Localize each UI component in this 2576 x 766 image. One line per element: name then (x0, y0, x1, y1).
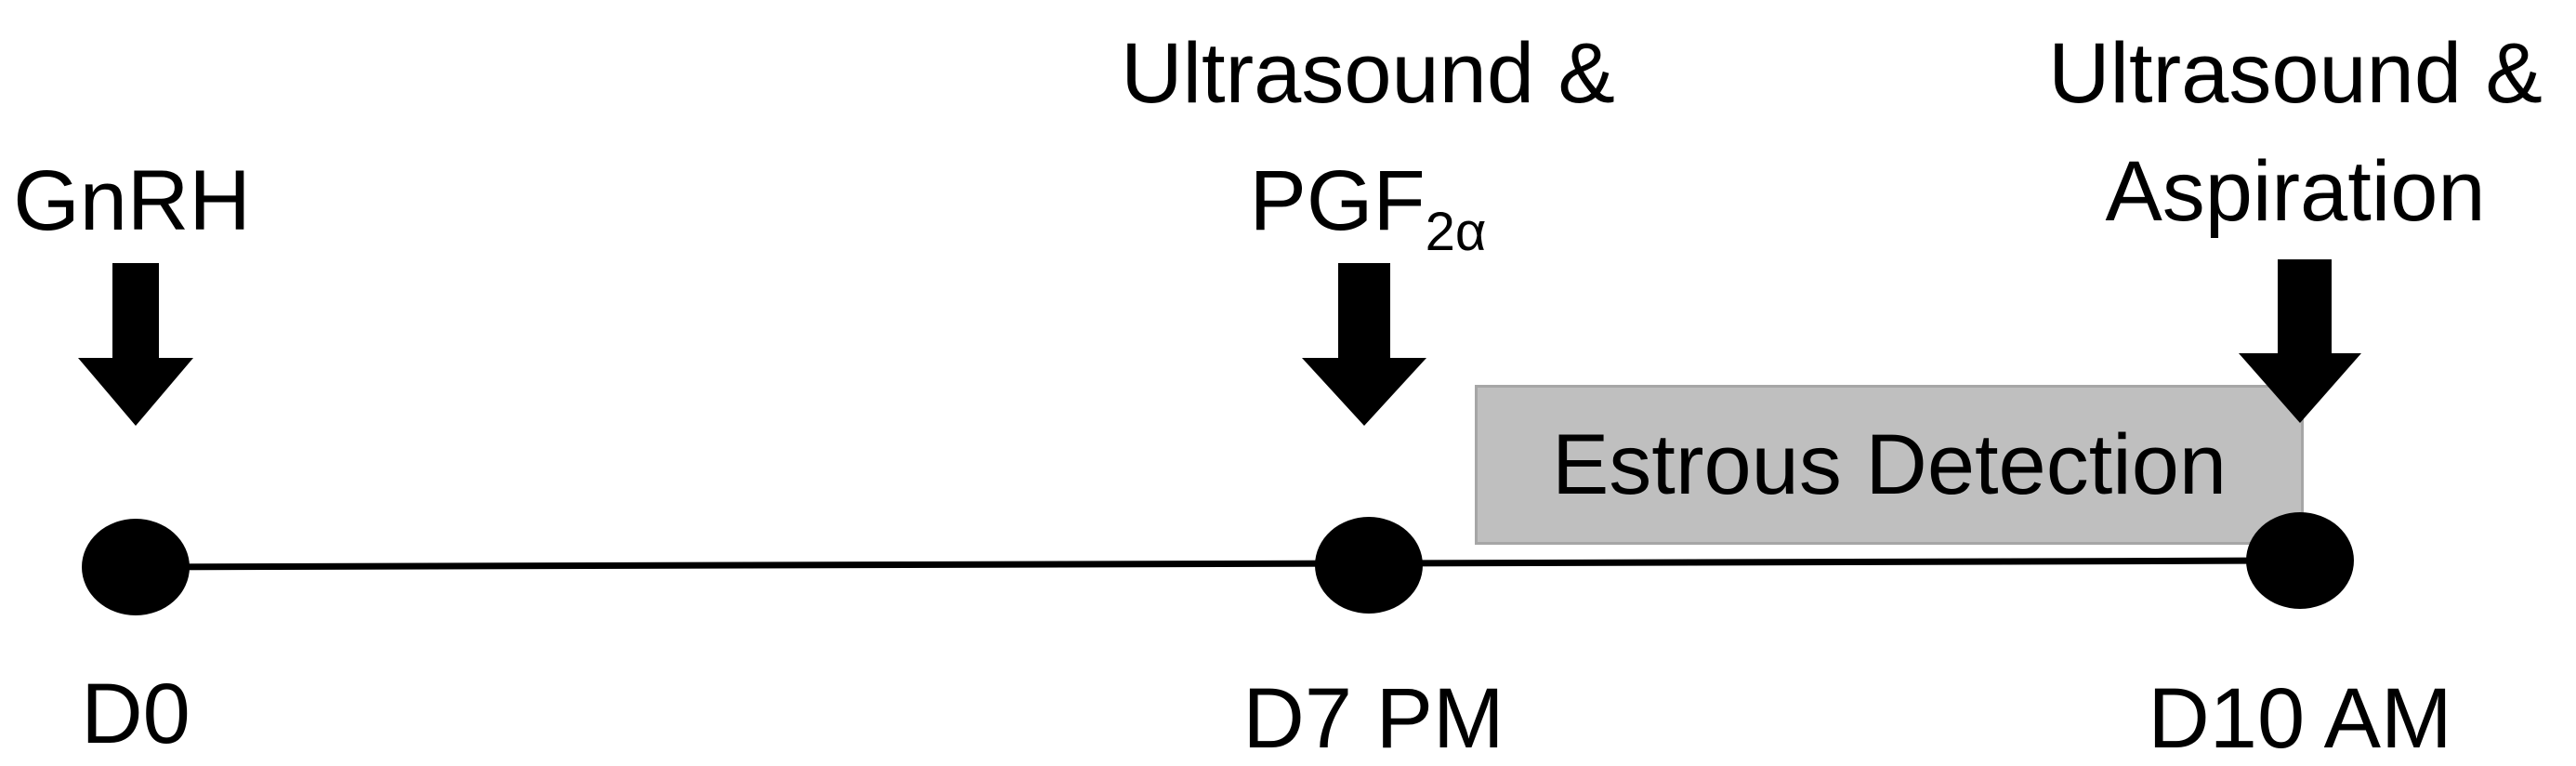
pgf-label: PGF (1249, 153, 1426, 248)
timepoint-dot-icon-d10 (2246, 512, 2354, 609)
event-label-d10-line2: Aspiration (2105, 144, 2486, 239)
timepoint-dot-icon-d0 (82, 519, 190, 615)
timepoint-dot-icon-d7 (1315, 517, 1423, 614)
day-label-d7: D7 PM (1242, 671, 1505, 766)
timeline-line (135, 557, 2301, 571)
pgf-subscript: 2α (1425, 202, 1487, 262)
event-label-d7-line2: PGF2α (1250, 158, 1487, 259)
down-arrow-icon-d10 (2239, 259, 2361, 423)
event-label-d10-line1: Ultrasound & (2048, 26, 2543, 121)
estrous-detection-box: Estrous Detection (1475, 385, 2304, 545)
event-label-gnrh: GnRH (13, 153, 251, 248)
day-label-d0: D0 (81, 667, 191, 761)
day-label-d10: D10 AM (2148, 671, 2452, 766)
down-arrow-icon-d7 (1302, 263, 1426, 426)
estrous-detection-label: Estrous Detection (1551, 416, 2228, 512)
event-label-d7-line1: Ultrasound & (1121, 26, 1615, 121)
down-arrow-icon-d0 (78, 263, 193, 426)
